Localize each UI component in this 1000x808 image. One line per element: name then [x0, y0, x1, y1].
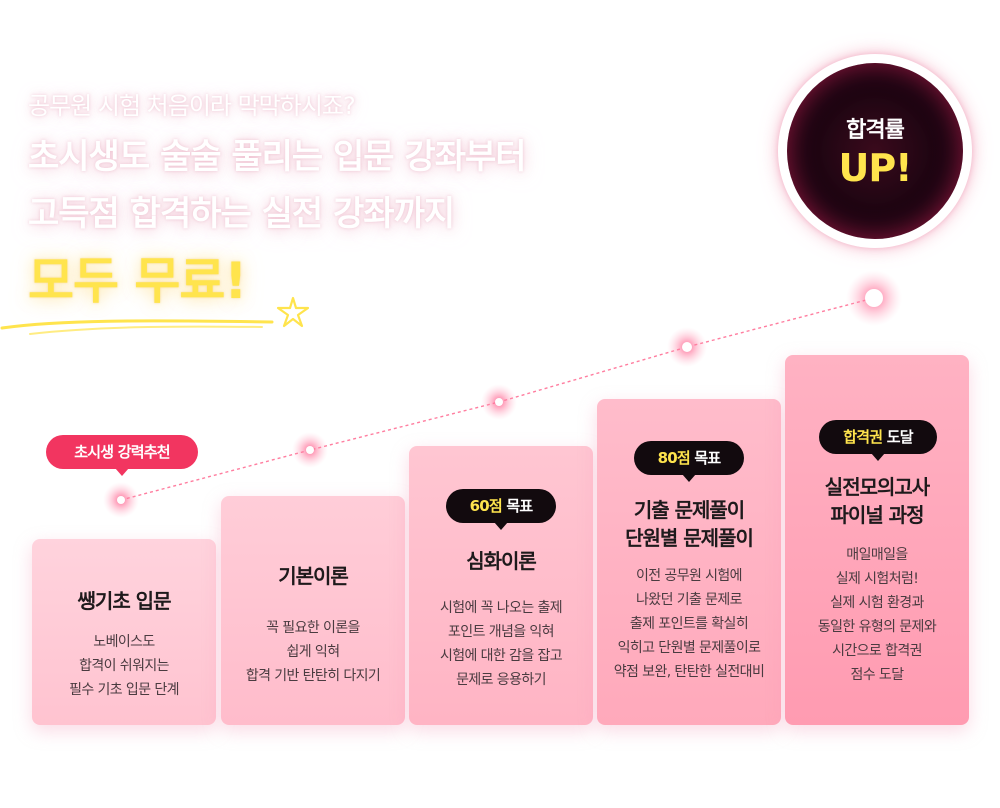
- step-desc-line: 익히고 단원별 문제풀이로: [617, 640, 761, 656]
- step-desc-line: 실제 시험 환경과: [830, 595, 924, 611]
- tag-text: 목표: [506, 497, 533, 515]
- step-card-basic-theory: 기본이론 꼭 필요한 이론을 쉽게 익혀 합격 기반 탄탄히 다지기: [221, 496, 405, 725]
- badge-highlight: UP!: [838, 146, 912, 190]
- step-title: 기출 문제풀이 단원별 문제풀이: [597, 496, 781, 552]
- step-title-line: 단원별 문제풀이: [625, 526, 754, 550]
- step-desc-line: 합격 기반 탄탄히 다지기: [245, 668, 381, 684]
- goal-tag-80: 80점 목표: [634, 441, 744, 482]
- step-card-advanced-theory: 심화이론 시험에 꼭 나오는 출제 포인트 개념을 익혀 시험에 대한 감을 잡…: [409, 446, 593, 725]
- tag-number: 80점: [657, 449, 691, 467]
- step-desc-line: 나왔던 기출 문제로: [636, 592, 743, 608]
- star-icon: [276, 296, 310, 328]
- pass-rate-badge: 합격률 UP!: [778, 54, 972, 248]
- step-desc-line: 시험에 대한 감을 잡고: [439, 648, 563, 664]
- step-desc-line: 매일매일을: [846, 547, 908, 563]
- step-title: 기본이론: [278, 564, 349, 588]
- step-description: 이전 공무원 시험에 나왔던 기출 문제로 출제 포인트를 확실히 익히고 단원…: [597, 564, 781, 684]
- step-desc-line: 노베이스도: [93, 634, 155, 650]
- step-desc-line: 포인트 개념을 익혀: [448, 624, 555, 640]
- progress-node: [481, 384, 517, 420]
- step-title: 쌩기초 입문: [77, 589, 172, 613]
- headline: 공무원 시험 처음이라 막막하시죠? 초시생도 술술 풀리는 입문 강좌부터 고…: [28, 86, 748, 313]
- step-desc-line: 문제로 응용하기: [456, 672, 546, 688]
- step-desc-line: 시험에 꼭 나오는 출제: [439, 600, 563, 616]
- headline-line-2: 고득점 합격하는 실전 강좌까지: [28, 194, 455, 234]
- highlight-underline-icon: [0, 319, 274, 335]
- step-desc-line: 약점 보완, 탄탄한 실전대비: [613, 664, 765, 680]
- badge-label: 합격률: [846, 118, 905, 143]
- step-title-line: 실전모의고사: [824, 475, 930, 499]
- tag-text: 초시생 강력추천: [74, 443, 170, 461]
- step-title: 실전모의고사 파이널 과정: [785, 473, 969, 529]
- step-desc-line: 꼭 필요한 이론을: [266, 620, 360, 636]
- step-card-final-mock: 실전모의고사 파이널 과정 매일매일을 실제 시험처럼! 실제 시험 환경과 동…: [785, 355, 969, 725]
- goal-tag-60: 60점 목표: [446, 489, 556, 530]
- step-description: 꼭 필요한 이론을 쉽게 익혀 합격 기반 탄탄히 다지기: [221, 616, 405, 688]
- step-title: 심화이론: [466, 549, 537, 573]
- step-title-line: 파이널 과정: [830, 503, 925, 527]
- tag-text: 목표: [694, 449, 721, 467]
- headline-free: 모두 무료!: [28, 252, 247, 310]
- goal-tag-pass: 합격권 도달: [819, 420, 937, 461]
- step-description: 시험에 꼭 나오는 출제 포인트 개념을 익혀 시험에 대한 감을 잡고 문제로…: [409, 596, 593, 692]
- step-card-past-exam: 기출 문제풀이 단원별 문제풀이 이전 공무원 시험에 나왔던 기출 문제로 출…: [597, 399, 781, 725]
- step-description: 노베이스도 합격이 쉬워지는 필수 기초 입문 단계: [32, 630, 216, 702]
- step-desc-line: 필수 기초 입문 단계: [69, 682, 179, 698]
- tag-text: 도달: [886, 428, 914, 446]
- progress-node: [667, 327, 707, 367]
- step-desc-line: 실제 시험처럼!: [835, 571, 919, 587]
- progress-node: [103, 482, 139, 518]
- step-desc-line: 이전 공무원 시험에: [636, 568, 743, 584]
- step-title-line: 기출 문제풀이: [633, 498, 745, 522]
- headline-line-1: 초시생도 술술 풀리는 입문 강좌부터: [28, 137, 527, 177]
- step-card-basic-intro: 쌩기초 입문 노베이스도 합격이 쉬워지는 필수 기초 입문 단계: [32, 539, 216, 725]
- step-desc-line: 쉽게 익혀: [286, 644, 341, 660]
- recommend-tag: 초시생 강력추천: [46, 435, 198, 476]
- step-desc-line: 동일한 유형의 문제와: [817, 619, 937, 635]
- tag-number: 60점: [469, 497, 503, 515]
- tag-number: 합격권: [843, 428, 883, 446]
- badge-inner: 합격률 UP!: [787, 63, 963, 239]
- step-desc-line: 출제 포인트를 확실히: [629, 616, 749, 632]
- step-desc-line: 점수 도달: [850, 667, 905, 683]
- headline-intro: 공무원 시험 처음이라 막막하시죠?: [28, 92, 356, 120]
- step-desc-line: 합격이 쉬워지는: [79, 658, 169, 674]
- step-desc-line: 시간으로 합격권: [832, 643, 922, 659]
- progress-node: [292, 432, 328, 468]
- step-description: 매일매일을 실제 시험처럼! 실제 시험 환경과 동일한 유형의 문제와 시간으…: [785, 543, 969, 687]
- progress-node-goal: [846, 270, 902, 326]
